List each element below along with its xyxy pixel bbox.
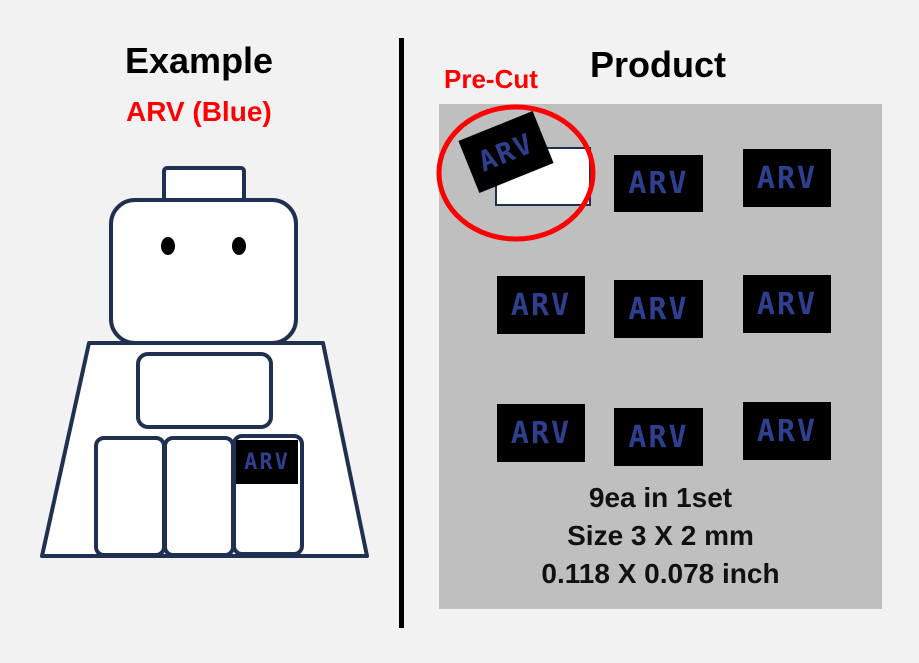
- product-sticker: ARV: [497, 404, 585, 462]
- spec-line: Size 3 X 2 mm: [567, 520, 754, 551]
- product-sticker: ARV: [743, 275, 831, 333]
- precut-circle-icon: [436, 104, 596, 242]
- spec-line: 9ea in 1set: [588, 482, 733, 513]
- product-sticker: ARV: [614, 155, 703, 212]
- example-sticker: ARV: [236, 440, 298, 484]
- example-title: Example: [125, 40, 274, 81]
- product-sticker: ARV: [614, 280, 703, 338]
- product-sticker: ARV: [497, 276, 585, 334]
- precut-label: Pre-Cut: [444, 64, 538, 94]
- product-sticker: ARV: [743, 149, 831, 207]
- product-sticker: ARV: [614, 408, 703, 466]
- product-title: Product: [590, 44, 727, 85]
- product-sticker: ARV: [743, 402, 831, 460]
- example-subtitle: ARV (Blue): [126, 96, 272, 127]
- minifigure-outline-icon: [40, 166, 369, 558]
- divider: [399, 38, 404, 628]
- spec-line: 0.118 X 0.078 inch: [541, 558, 780, 589]
